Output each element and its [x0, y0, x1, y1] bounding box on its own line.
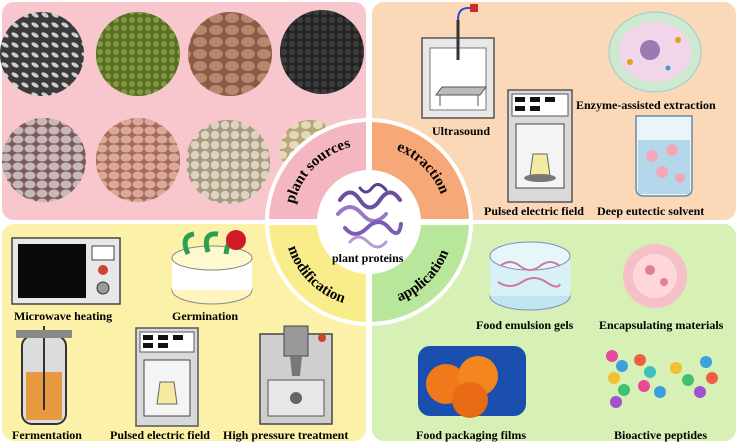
pef-modification-caption: Pulsed electric field — [110, 428, 210, 442]
soybeans-image — [186, 120, 270, 204]
red-beans-image — [96, 118, 180, 202]
protein-structure-icon — [336, 183, 403, 249]
beaker-icon — [635, 115, 693, 197]
pef-machine-icon-2 — [135, 327, 199, 427]
center-label: plant proteins — [332, 251, 404, 265]
hpt-caption: High pressure treatment — [223, 428, 349, 442]
des-caption: Deep eutectic solvent — [597, 204, 705, 218]
peptides-caption: Bioactive peptides — [614, 428, 707, 442]
ring-segment-application — [369, 222, 469, 322]
germination-icon — [171, 230, 253, 305]
ring-segment-sources — [269, 122, 369, 222]
center-ring — [265, 118, 473, 326]
sweet-potato-image — [188, 12, 272, 96]
fermenter-icon — [16, 326, 72, 425]
speckled-beans-image — [2, 118, 86, 202]
sunflower-seeds-image — [0, 12, 84, 96]
ring-segment-extraction — [369, 122, 469, 222]
microwave-icon — [11, 237, 121, 305]
ultrasound-caption: Ultrasound — [432, 124, 491, 138]
emulsion-gel-icon — [489, 241, 571, 311]
fermentation-caption: Fermentation — [12, 428, 82, 442]
mung-beans-image — [96, 12, 180, 96]
encapsulating-caption: Encapsulating materials — [599, 318, 724, 332]
microwave-caption: Microwave heating — [14, 309, 113, 323]
cell-icon — [608, 11, 702, 93]
ultrasound-icon — [421, 4, 495, 119]
enzyme-extraction-caption: Enzyme-assisted extraction — [576, 98, 716, 112]
peptides-icon — [606, 350, 718, 408]
black-beans-image — [280, 10, 364, 94]
ring-segment-modification — [269, 222, 369, 322]
capsule-icon — [623, 244, 687, 308]
pef-machine-icon — [507, 89, 573, 203]
pef-extraction-caption: Pulsed electric field — [484, 204, 584, 218]
gels-caption: Food emulsion gels — [476, 318, 574, 332]
germination-caption: Germination — [172, 309, 238, 323]
high-pressure-icon — [259, 325, 333, 425]
packaging-film-icon — [418, 346, 526, 418]
packaging-caption: Food packaging films — [416, 428, 527, 442]
